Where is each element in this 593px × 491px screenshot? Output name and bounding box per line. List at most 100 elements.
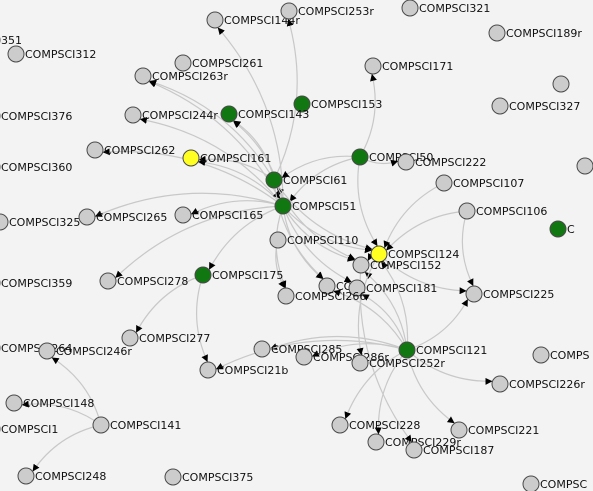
course-node[interactable]: COMPSCI229r: [367, 433, 461, 451]
course-node[interactable]: COMPSCI106: [458, 202, 547, 220]
node-circle[interactable]: [488, 24, 506, 42]
course-node[interactable]: CO: [318, 277, 353, 295]
node-circle[interactable]: [293, 95, 311, 113]
node-circle[interactable]: [352, 256, 370, 274]
node-circle[interactable]: [370, 245, 388, 263]
course-node[interactable]: COMPSCI360: [0, 159, 72, 175]
node-circle[interactable]: [174, 206, 192, 224]
node-circle[interactable]: [277, 287, 295, 305]
course-node[interactable]: COMPSCI21b: [199, 361, 288, 379]
node-circle[interactable]: [295, 348, 313, 366]
course-node[interactable]: COMPSCI263r: [134, 67, 228, 85]
course-node[interactable]: COMPSCI228: [331, 416, 420, 434]
course-node[interactable]: COMPSCI222: [397, 153, 486, 171]
course-node[interactable]: COMPSCI325: [0, 213, 80, 231]
course-node[interactable]: COMPSCI278: [99, 272, 188, 290]
node-circle[interactable]: [435, 174, 453, 192]
course-node[interactable]: COMPSCI181: [348, 279, 437, 297]
course-node[interactable]: COMPSCI152: [352, 256, 441, 274]
node-circle[interactable]: [206, 11, 224, 29]
course-node[interactable]: [552, 75, 570, 93]
course-node[interactable]: COMPSCI144r: [206, 11, 300, 29]
node-circle[interactable]: [367, 433, 385, 451]
node-circle[interactable]: [269, 231, 287, 249]
course-node[interactable]: COMPSCI51: [274, 197, 356, 215]
node-circle[interactable]: [532, 346, 550, 364]
node-circle[interactable]: [364, 57, 382, 75]
node-circle[interactable]: [351, 148, 369, 166]
node-circle[interactable]: [552, 75, 570, 93]
node-circle[interactable]: [450, 421, 468, 439]
node-circle[interactable]: [274, 197, 292, 215]
node-circle[interactable]: [134, 67, 152, 85]
node-circle[interactable]: [491, 375, 509, 393]
course-node[interactable]: COMPSCI277: [121, 329, 210, 347]
course-node[interactable]: COMPSCI148: [5, 394, 94, 412]
course-node[interactable]: COMPSCI165: [174, 206, 263, 224]
node-circle[interactable]: [17, 467, 35, 485]
course-node[interactable]: C: [549, 220, 575, 238]
node-circle[interactable]: [121, 329, 139, 347]
node-circle[interactable]: [522, 475, 540, 491]
course-node[interactable]: COMPSCI171: [364, 57, 453, 75]
course-node[interactable]: COMPSCI244r: [124, 106, 218, 124]
course-node[interactable]: COMPSCI61: [265, 171, 347, 189]
course-node[interactable]: COMPSCI175: [194, 266, 283, 284]
node-circle[interactable]: [92, 416, 110, 434]
node-circle[interactable]: [182, 149, 200, 167]
course-node[interactable]: COMPSCI107: [435, 174, 524, 192]
course-node[interactable]: COMPSCI327: [491, 97, 580, 115]
node-circle[interactable]: [38, 342, 56, 360]
node-circle[interactable]: [199, 361, 217, 379]
node-circle[interactable]: [397, 153, 415, 171]
node-circle[interactable]: [549, 220, 567, 238]
course-node[interactable]: COMPSCI376: [0, 108, 72, 124]
node-circle[interactable]: [220, 105, 238, 123]
node-circle[interactable]: [5, 394, 23, 412]
course-node[interactable]: COMPSCI189r: [488, 24, 582, 42]
node-circle[interactable]: [458, 202, 476, 220]
course-node[interactable]: COMPSCI225: [465, 285, 554, 303]
node-circle[interactable]: [331, 416, 349, 434]
course-node[interactable]: [576, 157, 593, 175]
node-circle[interactable]: [398, 341, 416, 359]
course-node[interactable]: COMPSCI248: [17, 467, 106, 485]
course-node[interactable]: COMPSCI124: [370, 245, 459, 263]
node-circle[interactable]: [491, 97, 509, 115]
course-node[interactable]: COMPSCI1: [0, 421, 58, 437]
node-circle[interactable]: [0, 213, 9, 231]
node-circle[interactable]: [348, 279, 366, 297]
node-circle[interactable]: [99, 272, 117, 290]
node-circle[interactable]: [401, 0, 419, 17]
course-node[interactable]: COMPSCI246r: [38, 342, 132, 360]
node-circle[interactable]: [405, 441, 423, 459]
course-node[interactable]: COMPSCI321: [401, 0, 490, 17]
course-node[interactable]: COMPSCI252r: [351, 354, 445, 372]
node-circle[interactable]: [576, 157, 593, 175]
course-node[interactable]: COMPSCI187: [405, 441, 494, 459]
node-circle[interactable]: [318, 277, 336, 295]
node-circle[interactable]: [164, 468, 182, 486]
course-node[interactable]: COMPSCI226r: [491, 375, 585, 393]
course-node[interactable]: COMPSCI221: [450, 421, 539, 439]
course-node[interactable]: COMPSCI143: [220, 105, 309, 123]
course-node[interactable]: COMPSCI261: [174, 54, 263, 72]
node-circle[interactable]: [465, 285, 483, 303]
course-node[interactable]: COMPSCI121: [398, 341, 487, 359]
course-node[interactable]: COMPSCI265: [78, 208, 167, 226]
node-circle[interactable]: [280, 2, 298, 20]
node-circle[interactable]: [194, 266, 212, 284]
node-circle[interactable]: [124, 106, 142, 124]
course-node[interactable]: 351: [0, 32, 22, 48]
course-node[interactable]: COMPSCI262: [86, 141, 175, 159]
course-node[interactable]: COMPSCI375: [164, 468, 253, 486]
course-node[interactable]: COMPSC: [522, 475, 587, 491]
course-node[interactable]: COMPSCI253r: [280, 2, 374, 20]
course-node[interactable]: COMPSCI110: [269, 231, 358, 249]
course-node[interactable]: COMPSCI312: [7, 45, 96, 63]
course-node[interactable]: COMPSCI161: [182, 149, 271, 167]
course-node[interactable]: COMPSCI266: [277, 287, 366, 305]
course-node[interactable]: COMPSCI153: [293, 95, 382, 113]
node-circle[interactable]: [351, 354, 369, 372]
node-circle[interactable]: [174, 54, 192, 72]
